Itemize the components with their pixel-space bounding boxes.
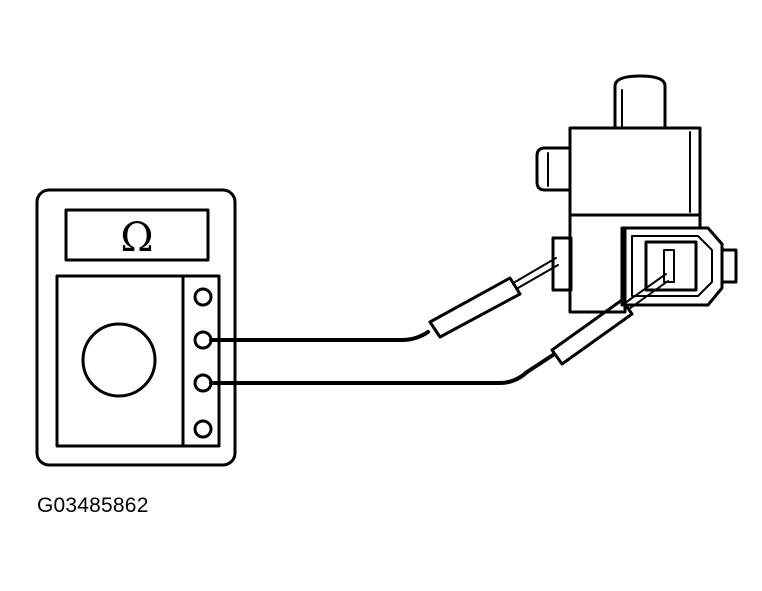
jack-2[interactable] bbox=[193, 330, 213, 350]
multimeter-display bbox=[64, 208, 210, 262]
solenoid-valve bbox=[535, 74, 738, 314]
connector-shell bbox=[620, 226, 724, 307]
side-port bbox=[535, 146, 572, 192]
test-lead-lower[interactable] bbox=[209, 273, 669, 385]
jack-1[interactable] bbox=[193, 287, 213, 307]
test-lead-upper[interactable] bbox=[209, 257, 559, 342]
figure-id: G03485862 bbox=[37, 494, 149, 517]
multimeter: Ω bbox=[35, 188, 237, 467]
valve-body-upper bbox=[568, 126, 702, 217]
lead-wire-upper bbox=[209, 330, 430, 342]
probe-tip-upper-a bbox=[514, 257, 557, 283]
selector-dial[interactable] bbox=[81, 322, 157, 398]
coil-housing bbox=[568, 213, 702, 314]
lead-wire-lower bbox=[209, 353, 555, 385]
top-port bbox=[613, 74, 667, 130]
probe-tip-upper-b bbox=[517, 264, 559, 289]
multimeter-body bbox=[35, 188, 237, 467]
jack-3[interactable] bbox=[193, 373, 213, 393]
multimeter-face-panel bbox=[55, 274, 221, 448]
small-fitting bbox=[551, 236, 573, 292]
probe-handle-lower bbox=[550, 298, 634, 366]
connector-latch bbox=[720, 248, 738, 284]
connector-inner-rim bbox=[631, 235, 713, 297]
ohm-symbol: Ω bbox=[120, 215, 153, 261]
probe-handle-upper bbox=[428, 276, 522, 339]
connector-terminal-cavity bbox=[644, 240, 698, 292]
jack-4[interactable] bbox=[193, 419, 213, 439]
connector-terminal bbox=[663, 249, 675, 283]
electrical-connector[interactable] bbox=[620, 226, 738, 307]
